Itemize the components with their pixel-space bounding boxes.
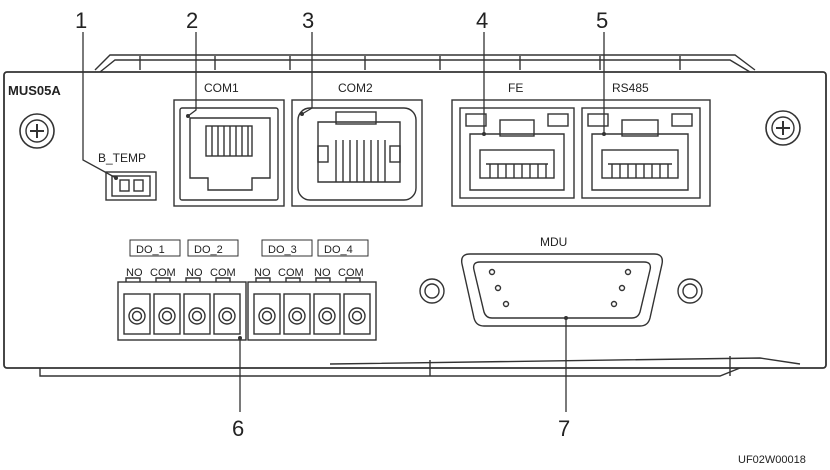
- do-2-com-label: COM: [210, 267, 236, 279]
- do-2-no-label: NO: [186, 267, 203, 279]
- callout-4: 4: [476, 8, 488, 33]
- do-3-com-label: COM: [278, 267, 304, 279]
- rs485-label: RS485: [612, 81, 649, 95]
- do-3-group: DO_3 NO COM: [254, 239, 313, 279]
- left-captive-screw: [19, 113, 55, 149]
- do-3-no-label: NO: [254, 267, 271, 279]
- do-1-no-label: NO: [126, 267, 143, 279]
- com1-port: [173, 99, 285, 207]
- fe-label: FE: [508, 81, 523, 95]
- right-captive-screw: [765, 110, 801, 146]
- com2-label: COM2: [338, 81, 373, 95]
- mdu-label: MDU: [540, 235, 567, 249]
- callout-dots: [114, 112, 606, 340]
- callout-leaders: [82, 32, 605, 412]
- module-model-label: MUS05A: [8, 83, 61, 98]
- b-temp-port: [105, 171, 157, 201]
- dry-contact-labels: DO_1 NO COM DO_2 NO COM DO_3 NO COM DO_4…: [126, 239, 369, 279]
- do-1-group: DO_1 NO COM: [126, 239, 181, 279]
- callout-7: 7: [558, 416, 570, 441]
- do-1-label: DO_1: [136, 244, 165, 256]
- bottom-rail: [39, 356, 801, 377]
- top-rail: [94, 54, 756, 73]
- com2-port: [291, 99, 423, 207]
- callout-5: 5: [596, 8, 608, 33]
- dry-contact-terminal-blocks: [117, 277, 377, 341]
- figure-code: UF02W00018: [738, 454, 806, 466]
- b-temp-label: B_TEMP: [98, 151, 146, 165]
- do-4-label: DO_4: [324, 244, 353, 256]
- do-2-label: DO_2: [194, 244, 223, 256]
- do-4-group: DO_4 NO COM: [314, 239, 369, 279]
- callout-6: 6: [232, 416, 244, 441]
- do-4-no-label: NO: [314, 267, 331, 279]
- callout-1: 1: [75, 8, 87, 33]
- network-port-housing: [451, 99, 711, 207]
- mdu-port: [419, 253, 703, 327]
- fe-port: [459, 107, 575, 199]
- do-2-group: DO_2 NO COM: [186, 239, 239, 279]
- callout-2: 2: [186, 8, 198, 33]
- callout-3: 3: [302, 8, 314, 33]
- com1-label: COM1: [204, 81, 239, 95]
- do-4-com-label: COM: [338, 267, 364, 279]
- rs485-port: [581, 107, 701, 199]
- do-1-com-label: COM: [150, 267, 176, 279]
- do-3-label: DO_3: [268, 244, 297, 256]
